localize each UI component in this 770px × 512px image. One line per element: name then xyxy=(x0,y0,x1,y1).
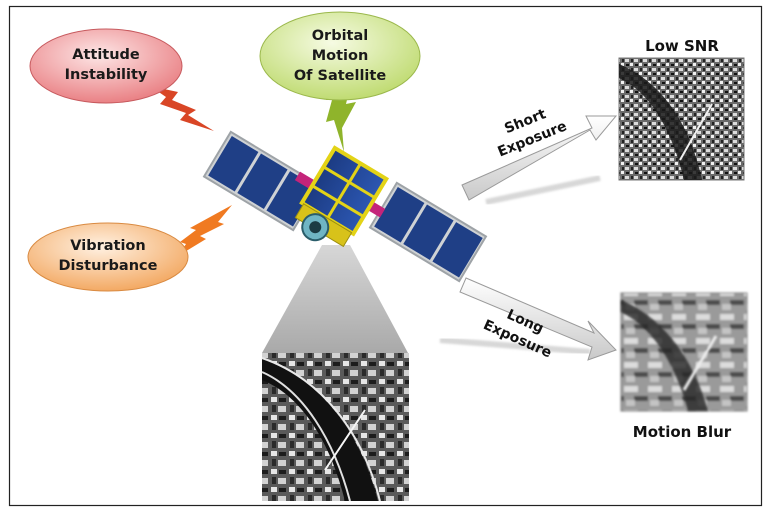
low-snr-caption: Low SNR xyxy=(645,37,719,55)
satellite-body xyxy=(294,145,390,248)
bubble-orbital xyxy=(259,11,421,101)
attitude-label: Attitude Instability xyxy=(46,45,166,85)
attitude-line1: Attitude xyxy=(72,47,140,63)
bubble-attitude xyxy=(29,28,183,104)
lightning-attitude xyxy=(150,86,214,131)
vibration-line2: Disturbance xyxy=(58,258,158,274)
orbital-line1: Orbital xyxy=(311,28,369,44)
attitude-line2: Instability xyxy=(64,67,148,83)
solar-panel-right xyxy=(368,181,488,283)
vibration-line1: Vibration xyxy=(70,238,146,254)
lightning-vibration xyxy=(178,205,232,256)
arrow-long-exposure xyxy=(439,277,617,361)
arrow-short-exposure xyxy=(461,115,618,205)
bubble-vibration xyxy=(27,222,189,292)
imaging-beam xyxy=(262,245,408,353)
vibration-label: Vibration Disturbance xyxy=(48,236,168,276)
orbital-label: Orbital Motion Of Satellite xyxy=(270,26,410,86)
orbital-line2: Motion xyxy=(311,48,369,64)
motion-blur-caption: Motion Blur xyxy=(632,423,732,441)
orbital-line3: Of Satellite xyxy=(293,68,387,84)
ground-image xyxy=(261,353,409,502)
image-low-snr xyxy=(618,57,745,181)
image-motion-blur xyxy=(620,292,748,412)
